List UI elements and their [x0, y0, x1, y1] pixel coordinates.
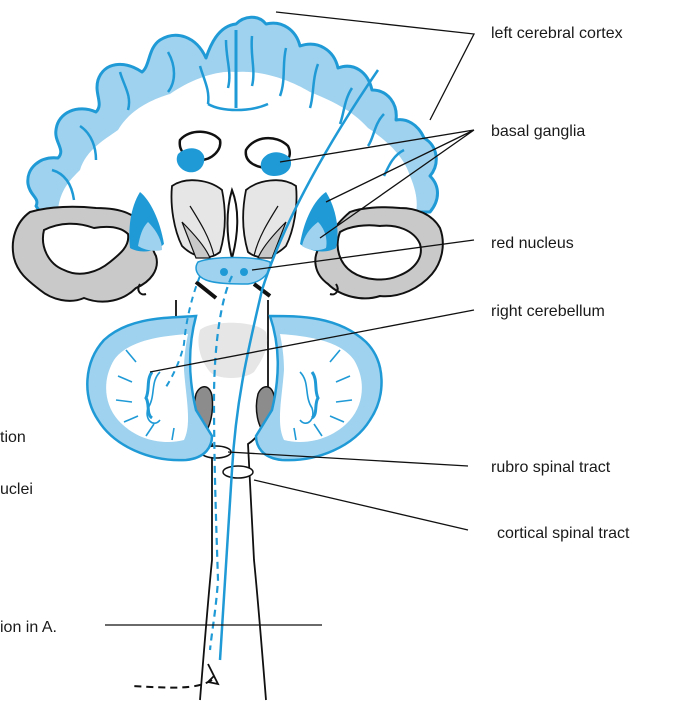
cerebral-cortex — [28, 17, 438, 212]
left-red-nucleus — [220, 268, 228, 276]
right-red-nucleus — [240, 268, 248, 276]
cut-label-3: ion in A. — [0, 619, 57, 636]
cortical-spinal-tract-ellipse — [223, 466, 253, 478]
peripheral-nerve-dashed — [132, 680, 212, 688]
pons-grey — [198, 323, 267, 378]
label-basal-ganglia: basal ganglia — [491, 123, 585, 140]
red-nucleus-region — [196, 258, 270, 285]
cut-label-1: tion — [0, 429, 26, 446]
third-ventricle — [228, 190, 238, 258]
label-left-cerebral-cortex: left cerebral cortex — [491, 25, 623, 42]
label-rubro-spinal-tract: rubro spinal tract — [491, 459, 611, 476]
label-red-nucleus: red nucleus — [491, 235, 574, 252]
cut-label-2: uclei — [0, 481, 33, 498]
label-right-cerebellum: right cerebellum — [491, 303, 605, 320]
label-cortical-spinal-tract: cortical spinal tract — [497, 525, 630, 542]
